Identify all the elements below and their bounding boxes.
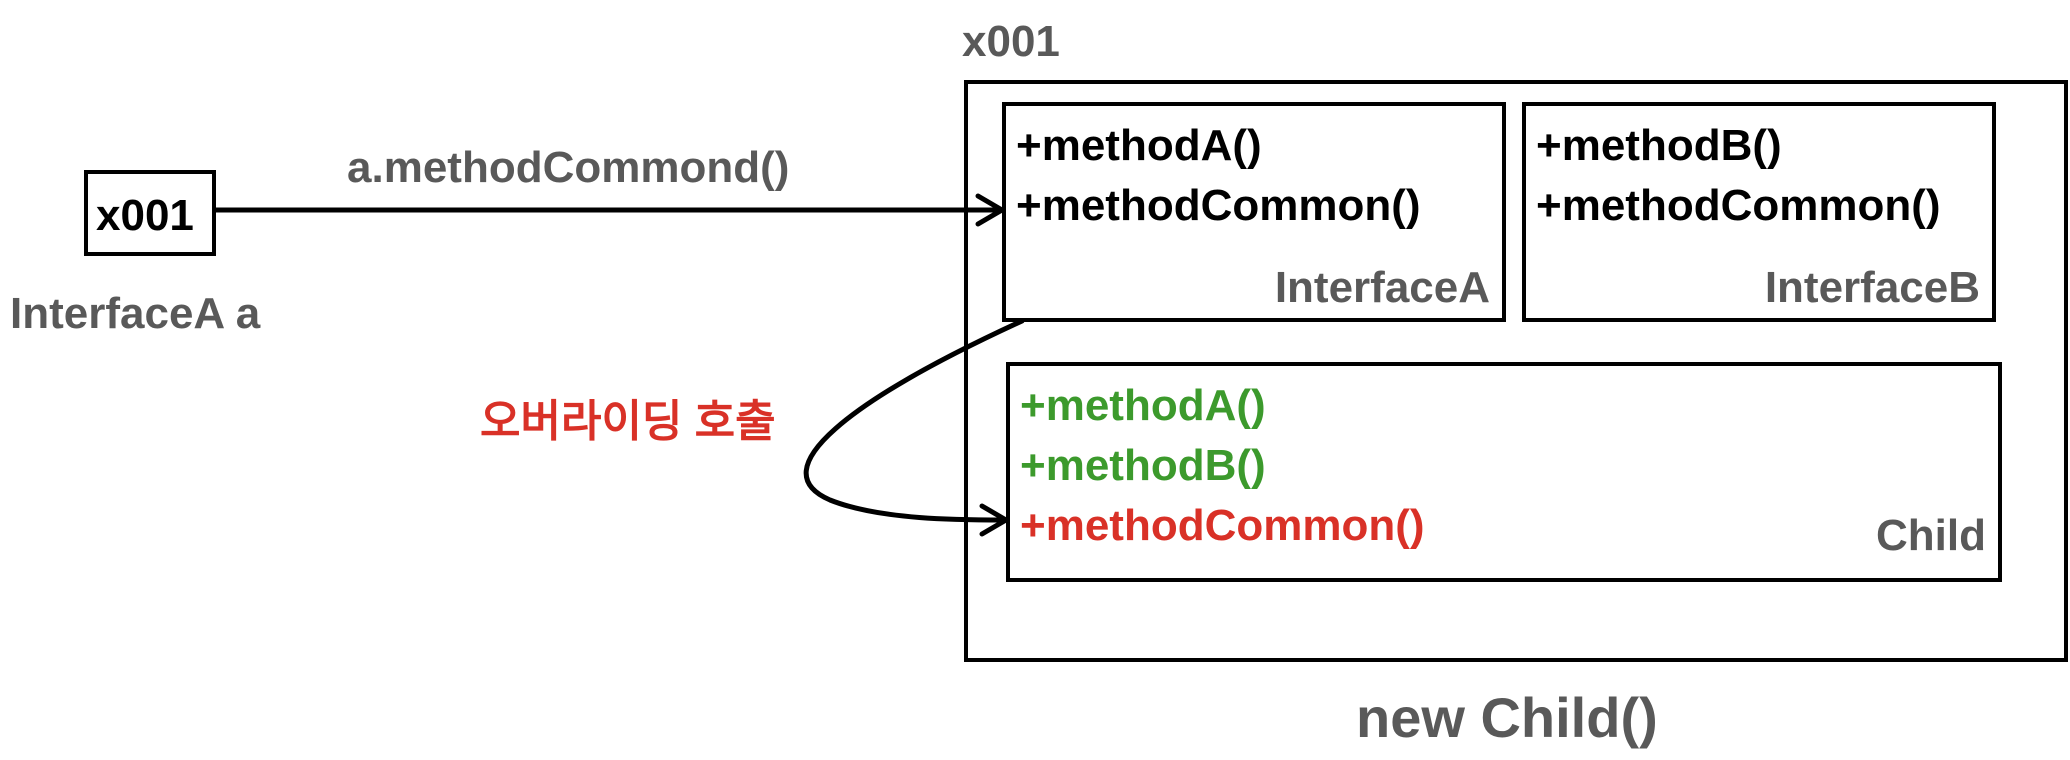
interface-a-name: InterfaceA	[1274, 263, 1490, 312]
interface-b-methods: +methodB() +methodCommon()	[1536, 116, 1941, 236]
interface-b-method: +methodB()	[1536, 121, 1782, 170]
child-method-inherited: +methodA()	[1020, 381, 1266, 430]
interface-b-name: InterfaceB	[1764, 263, 1980, 312]
child-name: Child	[1876, 511, 1986, 560]
override-arrow	[803, 318, 1025, 523]
reference-box: x001	[84, 170, 216, 256]
instance-address: x001	[962, 17, 1060, 66]
interface-a-method: +methodCommon()	[1016, 181, 1421, 230]
child-method-inherited: +methodB()	[1020, 441, 1266, 490]
reference-value: x001	[96, 191, 194, 240]
interface-a-methods: +methodA() +methodCommon()	[1016, 116, 1421, 236]
interface-b-method: +methodCommon()	[1536, 181, 1941, 230]
override-label: 오버라이딩 호출	[480, 397, 776, 446]
instance-box	[964, 80, 2068, 662]
child-method-override: +methodCommon()	[1020, 501, 1425, 550]
interface-a-method: +methodA()	[1016, 121, 1262, 170]
child-box: +methodA() +methodB() +methodCommon() Ch…	[1006, 362, 2002, 582]
child-methods: +methodA() +methodB() +methodCommon()	[1020, 376, 1425, 556]
interface-b-box: +methodB() +methodCommon() InterfaceB	[1522, 102, 1996, 322]
interface-a-box: +methodA() +methodCommon() InterfaceA	[1002, 102, 1506, 322]
instance-caption: new Child()	[1356, 686, 1658, 749]
reference-label: InterfaceA a	[10, 289, 261, 338]
call-label: a.methodCommond()	[347, 143, 790, 192]
